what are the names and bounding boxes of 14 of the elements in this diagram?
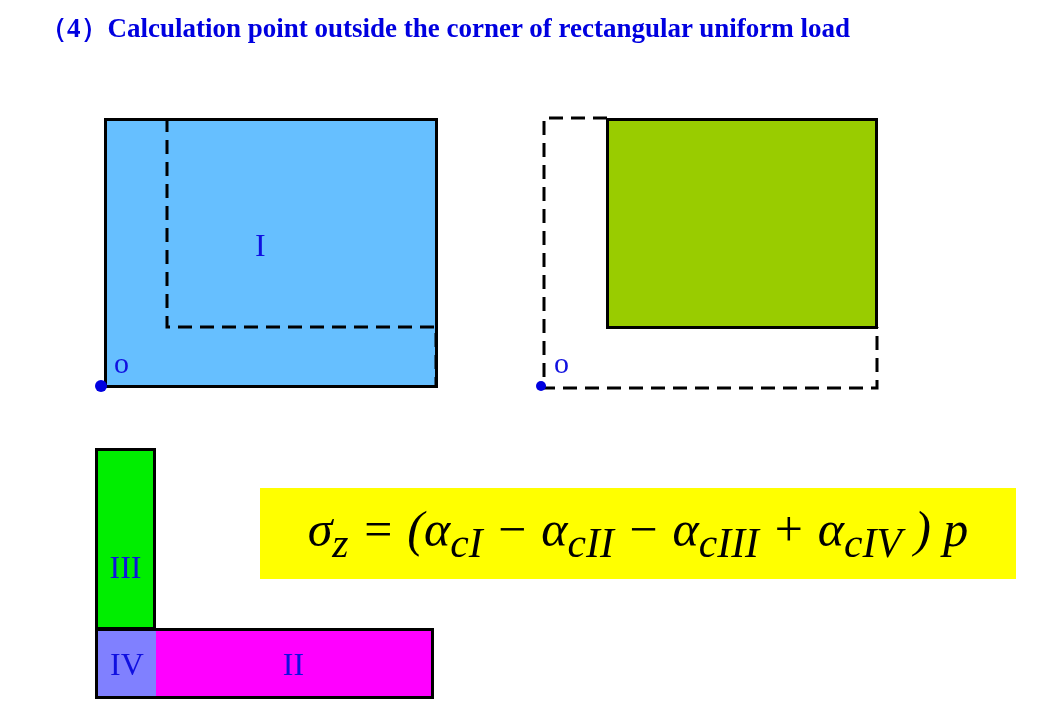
region-label: IV bbox=[110, 647, 144, 680]
load-area bbox=[95, 448, 156, 630]
region-label: II bbox=[282, 647, 305, 680]
title: （4）Calculation point outside the corner of rectangular uniform load bbox=[40, 12, 850, 45]
formula: σ$_{z}$ = (α$_{cI}$ − α$_{cII}$ − α$_{cIII}$ + α$_{cIV}$ ) p bbox=[307, 500, 969, 567]
load-area bbox=[153, 628, 434, 699]
load-area bbox=[104, 118, 438, 388]
region-label: I bbox=[255, 229, 266, 261]
overlap-area bbox=[95, 628, 156, 699]
region-label: III bbox=[108, 551, 143, 583]
load-area bbox=[606, 118, 878, 329]
point-label: o bbox=[114, 348, 129, 378]
point-label: o bbox=[554, 348, 569, 378]
formula-box bbox=[260, 488, 1016, 579]
